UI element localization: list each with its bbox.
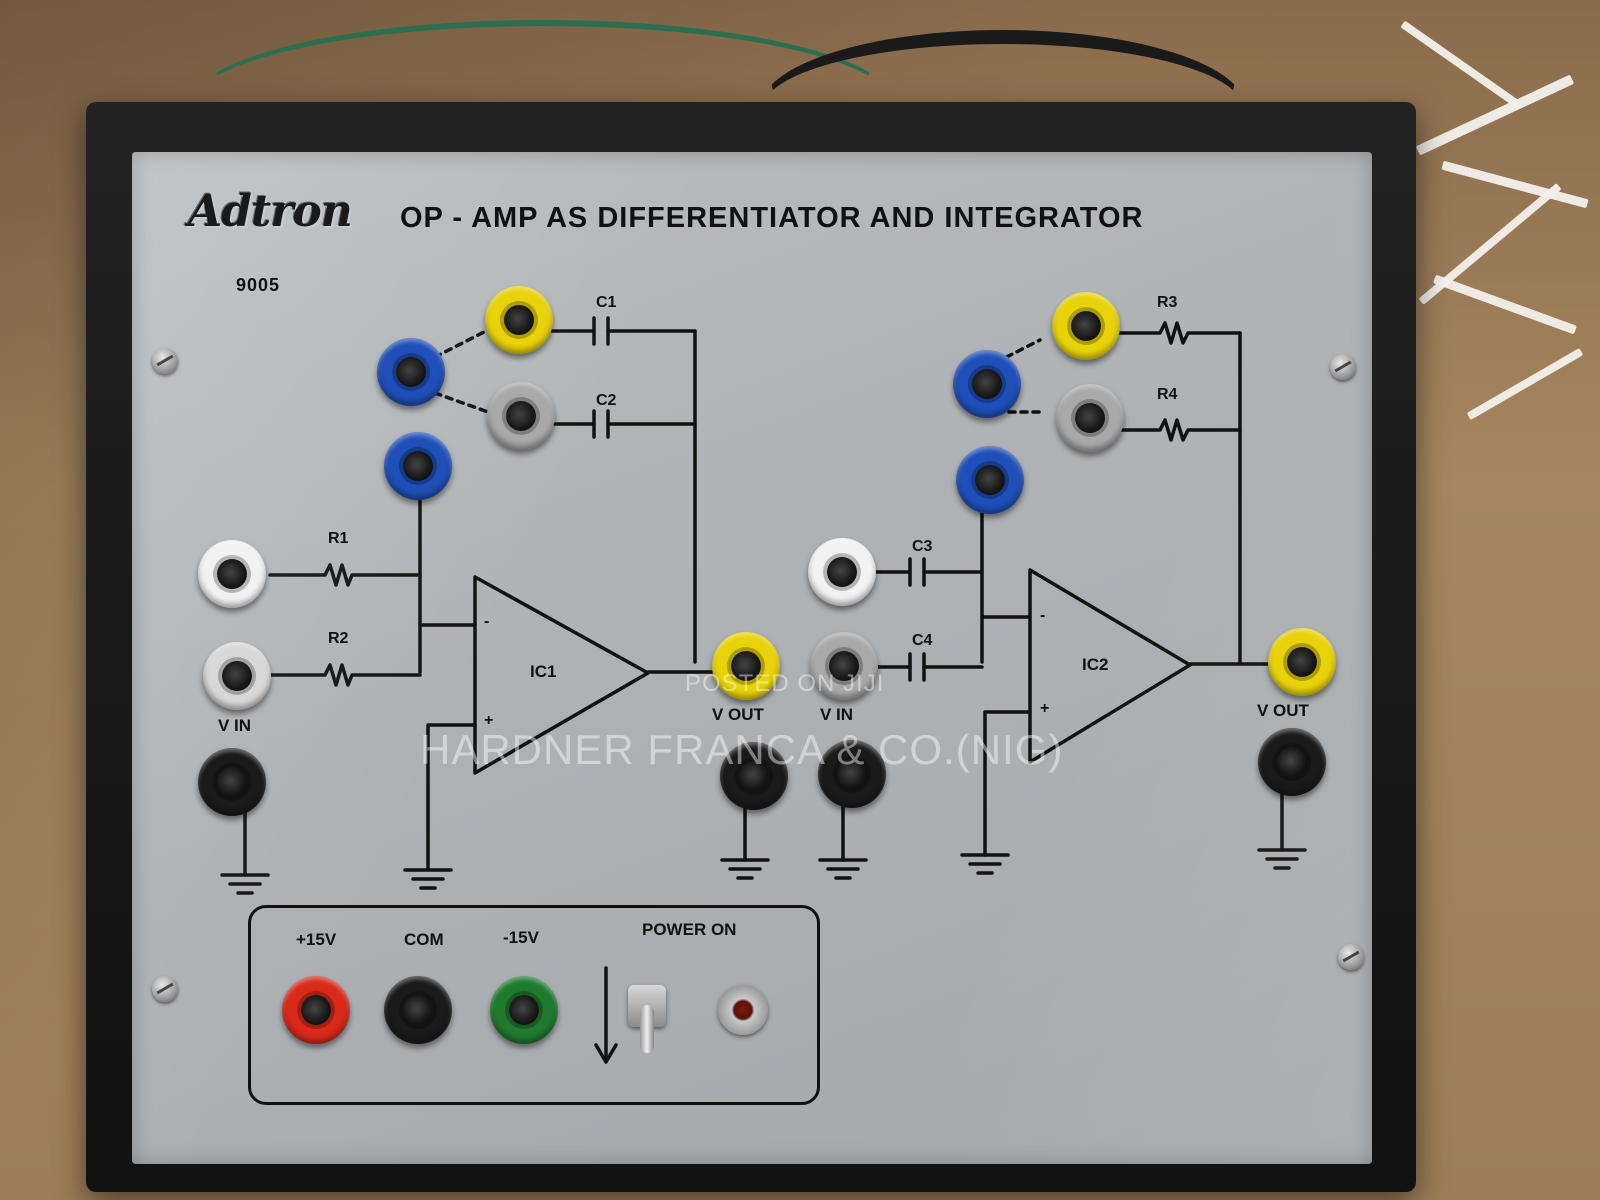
jack-yellow-r3[interactable] [1052,292,1120,360]
screw-top-left [152,348,178,374]
watermark-posted-on: POSTED ON JIJI [685,670,885,697]
power-toggle-lever[interactable] [640,1005,654,1053]
vout-right-label: V OUT [1257,701,1309,720]
jack-white-c3[interactable] [808,538,876,606]
jack-white-r1[interactable] [198,540,266,608]
schematic-wires [243,316,1284,1064]
jack-grey-c2[interactable] [487,382,555,450]
jack-grey-c4[interactable] [810,632,878,700]
vin-right-label: V IN [820,705,854,724]
power-indicator-led [718,985,768,1035]
jack-black-vin-left[interactable] [198,748,266,816]
ic1-label: IC1 [530,662,557,681]
green-cable [190,20,896,189]
model-number: 9005 [236,275,281,295]
r1-label: R1 [328,530,349,547]
jack-green-minus15v[interactable] [490,976,558,1044]
power-supply-section [248,905,820,1105]
jack-black-com[interactable] [384,976,452,1044]
jack-yellow-c1[interactable] [485,286,553,354]
ic1-plus: + [484,712,494,729]
power-on-label: POWER ON [642,920,737,939]
jack-black-vout-right[interactable] [1258,728,1326,796]
c1-label: C1 [596,294,617,311]
jack-blue-left-top[interactable] [377,338,445,406]
vin-left-label: V IN [218,716,252,735]
vout-left-label: V OUT [712,705,764,724]
brand-logo: Adtron [188,186,353,237]
jack-blue-left-bottom[interactable] [384,432,452,500]
r2-label: R2 [328,630,349,647]
panel-title: OP - AMP AS DIFFERENTIATOR AND INTEGRATO… [400,202,1144,234]
com-label: COM [404,930,444,949]
jack-yellow-vout-left[interactable] [712,632,780,700]
jack-grey-r2[interactable] [203,642,271,710]
c2-label: C2 [596,392,617,409]
watermark-seller: HARDNER FRANCA & CO.(NIG) [420,726,1064,773]
jack-blue-right-top[interactable] [953,350,1021,418]
c3-label: C3 [912,538,933,555]
jack-yellow-vout-right[interactable] [1268,628,1336,696]
screw-top-right [1330,354,1356,380]
jack-grey-r4[interactable] [1056,384,1124,452]
ic2-label: IC2 [1082,655,1109,674]
plus15v-label: +15V [296,930,337,949]
jack-black-vin-right[interactable] [818,740,886,808]
screw-bottom-left [152,976,178,1002]
ic2-plus: + [1040,700,1050,717]
jack-blue-right-bottom[interactable] [956,446,1024,514]
minus15v-label: -15V [503,928,539,947]
ic1-minus: - [484,613,490,630]
ground-symbols [220,848,1307,895]
c4-label: C4 [912,632,933,649]
jack-black-vout-left[interactable] [720,742,788,810]
screw-bottom-right [1338,944,1364,970]
ic2-minus: - [1040,607,1046,624]
r4-label: R4 [1157,386,1178,403]
r3-label: R3 [1157,294,1178,311]
jack-red-plus15v[interactable] [282,976,350,1044]
